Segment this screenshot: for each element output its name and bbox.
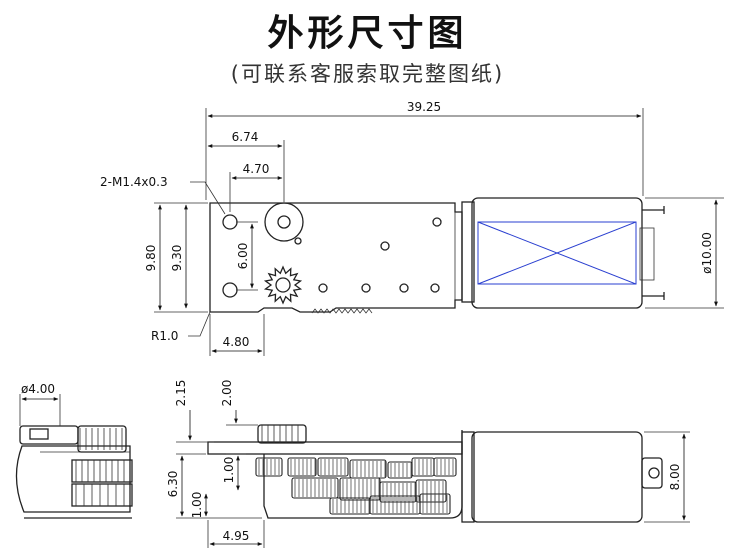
dim-200: 2.00 <box>220 380 234 407</box>
dim-motor-diameter: ø10.00 <box>700 232 714 274</box>
dim-shaft-diameter: ø4.00 <box>21 382 55 396</box>
screw-callout: 2-M1.4x0.3 <box>100 175 168 189</box>
side-gear <box>317 457 349 477</box>
dim-overall-length: 39.25 <box>407 100 441 114</box>
dim-215: 2.15 <box>174 380 188 407</box>
motor-body <box>471 197 643 309</box>
side-gear <box>287 457 317 477</box>
motor-marking <box>477 221 637 285</box>
dim-radius: R1.0 <box>151 329 178 343</box>
side-view: 2.15 2.00 6.30 1.00 1.00 4.95 8.00 <box>166 380 690 548</box>
dim-495: 4.95 <box>223 529 250 543</box>
dim-480: 4.80 <box>223 335 250 349</box>
side-motor-body <box>471 431 643 523</box>
dim-600: 6.00 <box>236 243 250 270</box>
mount-hole-top <box>222 214 238 230</box>
side-gear <box>255 457 283 477</box>
side-gear <box>291 477 339 499</box>
dim-100a: 1.00 <box>190 492 204 519</box>
page-title: 外形尺寸图 <box>267 13 468 54</box>
side-gear <box>419 493 451 515</box>
end-view: ø4.00 <box>15 382 133 519</box>
dim-930: 9.30 <box>170 245 184 272</box>
pinion-gear <box>263 265 303 305</box>
side-plate <box>207 441 463 455</box>
top-view: 39.25 6.74 4.70 2-M1.4x0.3 9.80 9.30 6.0… <box>100 100 724 356</box>
dim-100b: 1.00 <box>222 457 236 484</box>
dim-980: 9.80 <box>144 245 158 272</box>
side-gear <box>339 477 381 501</box>
page-subtitle: (可联系客服索取完整图纸) <box>230 62 505 86</box>
dim-674: 6.74 <box>232 130 259 144</box>
side-gear <box>387 461 413 479</box>
side-gear <box>433 457 457 477</box>
output-shaft <box>264 202 304 242</box>
dim-470: 4.70 <box>243 162 270 176</box>
dim-motor-flat: 8.00 <box>668 464 682 491</box>
gearbox-plate <box>209 202 463 313</box>
side-gear <box>349 459 387 479</box>
dim-630: 6.30 <box>166 471 180 498</box>
side-gear <box>379 481 417 503</box>
mount-hole-bottom <box>222 282 238 298</box>
